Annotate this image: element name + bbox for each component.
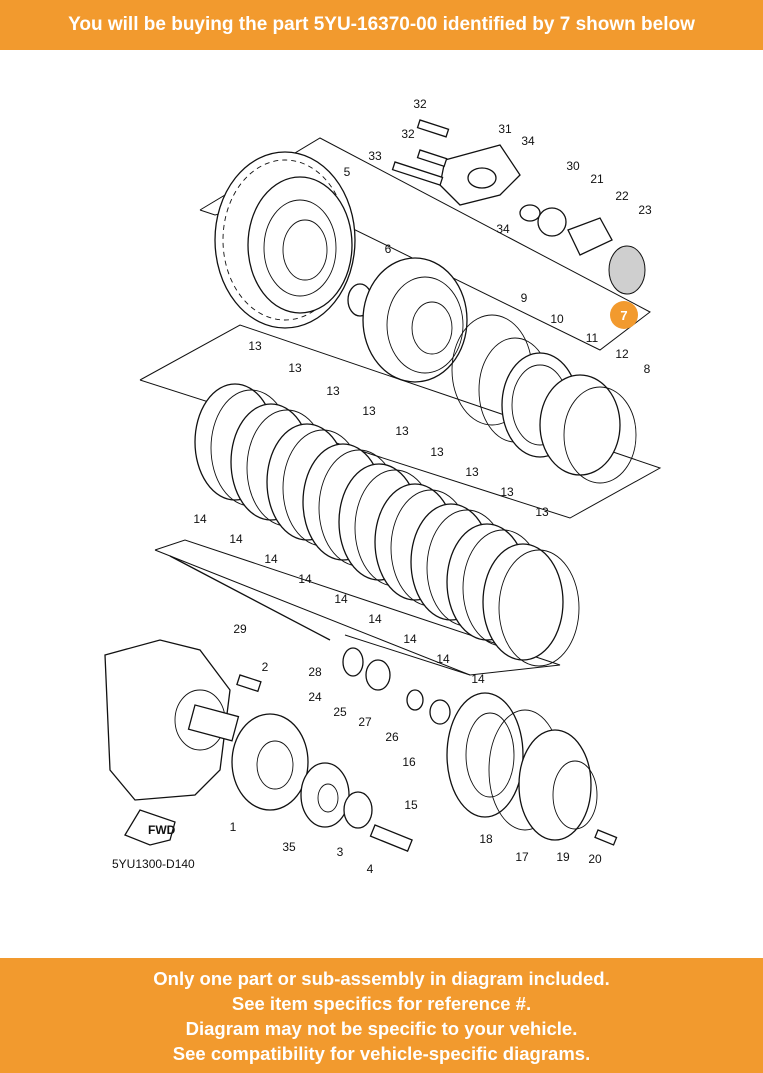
callout-26: 26 [385,730,399,744]
callout-34: 34 [521,134,535,148]
highlighted-part-label: 7 [620,308,627,323]
fwd-arrow-icon: FWD [124,809,176,846]
callout-23: 23 [638,203,652,217]
callout-13: 13 [362,404,376,418]
header-banner: You will be buying the part 5YU-16370-00… [0,0,763,50]
group-outline-top [199,137,651,351]
callout-17: 17 [515,850,529,864]
group-outline-friction [154,539,561,676]
callout-13: 13 [430,445,444,459]
friction-plate [482,543,564,661]
callout-14: 14 [471,672,485,686]
callout-13: 13 [500,485,514,499]
pressure-plate-rings [451,314,637,484]
footer-line-3: Diagram may not be specific to your vehi… [185,1018,578,1039]
callout-31: 31 [498,122,512,136]
header-text: You will be buying the part 5YU-16370-00… [68,14,695,35]
footer-banner: Only one part or sub-assembly in diagram… [0,958,763,1073]
crankcase [104,639,240,801]
callout-14: 14 [403,632,417,646]
callout-6: 6 [385,242,392,256]
push-rod [169,555,331,641]
callout-13: 13 [326,384,340,398]
footer-line-2: See item specifics for reference #. [231,993,532,1014]
callout-18: 18 [479,832,493,846]
callout-14: 14 [334,592,348,606]
friction-plate-stack [194,383,580,667]
callout-34: 34 [496,222,510,236]
callout-13: 13 [465,465,479,479]
callout-5: 5 [344,165,351,179]
callout-14: 14 [298,572,312,586]
callout-29: 29 [233,622,247,636]
callout-32: 32 [413,97,427,111]
footer-line-4: See compatibility for vehicle-specific d… [172,1043,591,1064]
callout-4: 4 [367,862,374,876]
callout-13: 13 [288,361,302,375]
callout-13: 13 [395,424,409,438]
group-outline-plates [139,324,662,519]
callout-25: 25 [333,705,347,719]
callout-28: 28 [308,665,322,679]
callout-19: 19 [556,850,570,864]
callout-13: 13 [535,505,549,519]
callout-14: 14 [368,612,382,626]
callout-32: 32 [401,127,415,141]
callout-14: 14 [264,552,278,566]
callout-13: 13 [248,339,262,353]
push-lever-assembly [391,119,646,295]
clutch-boss [347,257,468,383]
clutch-housing [214,151,356,329]
callout-33: 33 [368,149,382,163]
diagram-code: 5YU1300-D140 [112,857,195,871]
callout-24: 24 [308,690,322,704]
footer-line-1: Only one part or sub-assembly in diagram… [153,968,610,989]
callout-20: 20 [588,852,602,866]
highlighted-part-marker: 7 [610,301,638,329]
callout-1: 1 [230,820,237,834]
callout-16: 16 [402,755,416,769]
callout-10: 10 [550,312,564,326]
callout-11: 11 [586,331,599,345]
callout-30: 30 [566,159,580,173]
callout-21: 21 [590,172,604,186]
callout-14: 14 [193,512,207,526]
callout-9: 9 [521,291,528,305]
callout-14: 14 [436,652,450,666]
plain-plate [498,549,580,667]
callout-8: 8 [644,362,651,376]
clutch-exploded-diagram: FWD 5YU1300-D140 7 323134323330212223534… [104,97,662,876]
group-outline-line [344,634,471,676]
callout-14: 14 [229,532,243,546]
callout-2: 2 [262,660,269,674]
callout-35: 35 [282,840,296,854]
fwd-label: FWD [148,823,176,837]
primary-drive-parts [231,674,413,852]
callout-22: 22 [615,189,629,203]
callout-27: 27 [358,715,372,729]
callout-12: 12 [615,347,629,361]
callout-15: 15 [404,798,418,812]
callout-3: 3 [337,845,344,859]
callout-labels: 3231343233302122235346910111281313131313… [193,97,652,876]
clutch-cover-parts [342,647,618,846]
